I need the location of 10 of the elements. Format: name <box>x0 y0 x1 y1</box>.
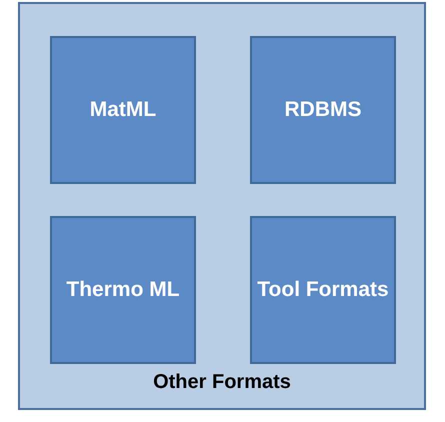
format-label: RDBMS <box>284 97 362 124</box>
container-box <box>18 2 426 410</box>
format-box <box>50 36 196 184</box>
container-label: Other Formats <box>152 371 292 394</box>
format-label: Tool Formats <box>257 277 389 304</box>
format-box <box>250 36 396 184</box>
format-label: MatML <box>90 97 156 124</box>
format-box <box>50 216 196 364</box>
format-label: Thermo ML <box>66 277 180 304</box>
format-box <box>250 216 396 364</box>
